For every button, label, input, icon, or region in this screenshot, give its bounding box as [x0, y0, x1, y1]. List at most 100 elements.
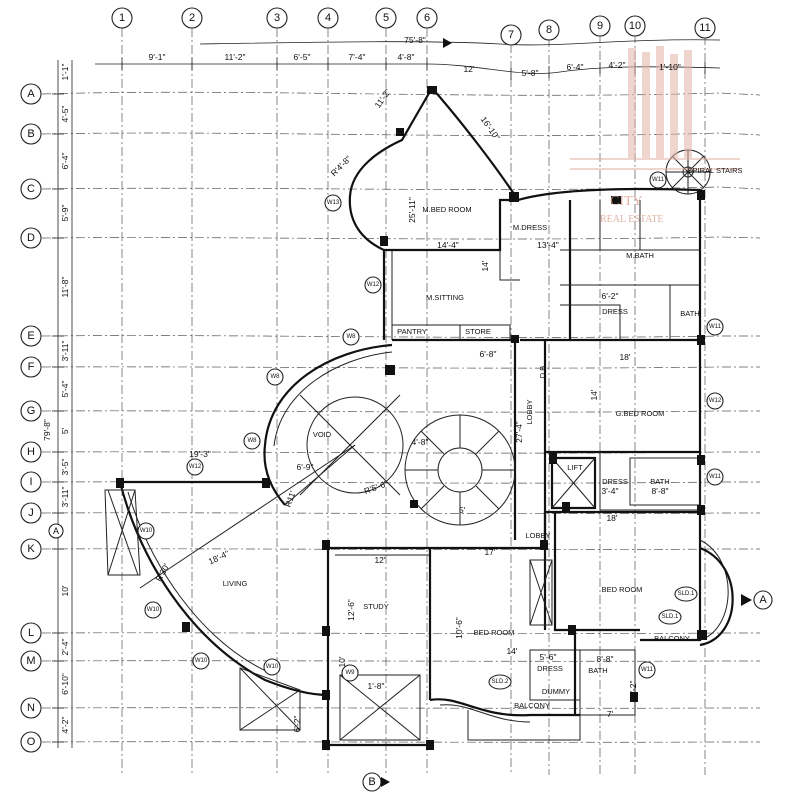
window-tag: W11 [638, 661, 656, 679]
window-tag: W10 [144, 601, 162, 619]
room-label: STORE [465, 327, 491, 336]
structural-columns [116, 86, 707, 750]
watermark-line2: REAL ESTATE [600, 214, 664, 225]
room-label: BATH [650, 477, 669, 486]
svg-text:J: J [28, 507, 34, 519]
svg-text:K: K [27, 543, 35, 555]
inner-dimension-label: 18' [606, 513, 617, 523]
svg-text:W11: W11 [641, 667, 654, 673]
left-dimension-label: 10' [60, 585, 70, 596]
svg-text:SLD.2: SLD.2 [492, 679, 509, 685]
row-bubble: I [20, 471, 42, 493]
svg-text:W11: W11 [652, 177, 665, 183]
column-bubble: 2 [181, 7, 203, 29]
inner-dimension-labels: 11'-2"16'-10"25'-11"14'-4"13'-4"14'6'-8"… [153, 87, 668, 733]
top-total-dimension: 75'-8" [404, 35, 426, 45]
inner-dimension-label: 14'-4" [437, 240, 459, 250]
room-label: BED ROOM [474, 628, 515, 637]
left-dimension-label: 2'-4" [60, 639, 70, 656]
building-walls [104, 87, 734, 747]
svg-text:SLD.1: SLD.1 [662, 614, 679, 620]
column-grid-lines [121, 28, 706, 775]
svg-text:4: 4 [325, 12, 331, 24]
top-dimension-label: 1'-10" [659, 62, 681, 72]
left-dimension-label: 5' [60, 427, 70, 434]
window-tag: W11 [706, 468, 724, 486]
svg-text:3: 3 [274, 12, 280, 24]
left-dimension-label: 3'-11" [60, 486, 70, 507]
room-label: M.SITTING [426, 293, 464, 302]
svg-text:W10: W10 [195, 658, 208, 664]
room-label: DRESS [537, 664, 563, 673]
window-tag: W12 [706, 392, 724, 410]
svg-text:W12: W12 [709, 398, 722, 404]
column-bubble: 1 [111, 7, 133, 29]
room-label: DUMMY [542, 687, 570, 696]
svg-text:W8: W8 [271, 374, 281, 380]
svg-text:O: O [27, 736, 36, 748]
window-tag: SLD.1 [658, 609, 682, 625]
row-bubble: L [20, 622, 42, 644]
inner-dimension-label: 12'-6" [346, 599, 356, 621]
window-tag: W10 [263, 658, 281, 676]
inner-dimension-label: R'4'-8" [329, 154, 354, 179]
svg-text:A: A [27, 88, 35, 100]
left-dimension-line [52, 60, 73, 748]
column-bubble: 10 [624, 15, 646, 37]
top-dimension-label: 9'-1" [149, 52, 166, 62]
room-label: G.BED ROOM [616, 409, 665, 418]
column-bubble: 8 [538, 19, 560, 41]
section-marker-side: A A [48, 523, 773, 610]
inner-dimension-label: 8'-8" [597, 654, 614, 664]
inner-dimension-label: 7' [607, 709, 614, 719]
column-bubble: 11 [694, 17, 716, 39]
inner-dimension-label: 10' [337, 656, 347, 667]
left-dimension-labels: 1'-1"4'-5"6'-4"5'-9"11'-8"3'-11"5'-4"5'3… [60, 64, 70, 734]
room-label: LIVING [223, 579, 248, 588]
left-dimension-label: 4'-5" [60, 106, 70, 123]
room-label: LOBBY [525, 531, 550, 540]
svg-text:G: G [27, 405, 36, 417]
svg-text:A: A [759, 594, 767, 606]
inner-dimension-label: 6'-8" [480, 349, 497, 359]
svg-text:W10: W10 [140, 528, 153, 534]
window-tag: W11 [706, 318, 724, 336]
window-tag: W13 [324, 194, 342, 212]
window-tag: W8 [342, 328, 360, 346]
window-tag: W11 [649, 171, 667, 189]
top-dimension-label: 11'-2" [224, 52, 245, 62]
inner-dimension-label: 3'-4" [602, 486, 619, 496]
inner-dimension-label: R'5'-6" [363, 478, 390, 496]
inner-dimension-label: 5' [459, 505, 466, 515]
svg-text:H: H [27, 446, 35, 458]
window-tag: W10 [137, 522, 155, 540]
svg-text:5: 5 [383, 12, 389, 24]
inner-dimension-label: 14' [480, 260, 490, 271]
inner-dimension-label: 13'-4" [537, 240, 559, 250]
top-dimension-label: 4'-2" [609, 60, 626, 70]
inner-dimension-label: 8'-8" [652, 486, 669, 496]
svg-text:N: N [27, 702, 35, 714]
room-label: BALCONY [514, 701, 550, 710]
inner-dimension-label: 4'-8" [412, 437, 429, 447]
top-dimension-labels: 9'-1"11'-2"6'-5"7'-4"4'-8"12'5'-8"6'-4"4… [149, 52, 681, 78]
window-tag: W9 [341, 664, 359, 682]
svg-text:11: 11 [699, 22, 710, 34]
inner-dimension-label: 14' [506, 646, 517, 656]
column-bubble: 3 [266, 7, 288, 29]
svg-text:I: I [29, 476, 32, 488]
svg-text:W10: W10 [147, 607, 160, 613]
room-label: PANTRY [397, 327, 427, 336]
inner-dimension-label: 5'-6" [540, 652, 557, 662]
svg-text:F: F [28, 361, 35, 373]
svg-text:W12: W12 [367, 282, 380, 288]
svg-text:B: B [368, 776, 375, 788]
row-bubble: F [20, 356, 42, 378]
svg-text:10: 10 [629, 20, 641, 32]
svg-text:M: M [26, 655, 35, 667]
svg-text:W8: W8 [248, 438, 258, 444]
top-dimension-label: 7'-4" [349, 52, 366, 62]
svg-text:2: 2 [189, 12, 195, 24]
inner-dimension-label: 6'-2" [602, 291, 619, 301]
